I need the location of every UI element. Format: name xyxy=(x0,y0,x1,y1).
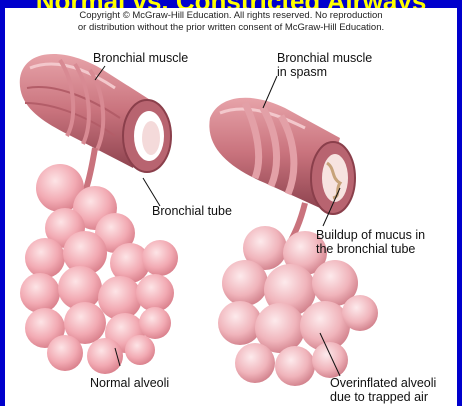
label-bronchial-tube: Bronchial tube xyxy=(152,204,232,218)
label-bronchial-muscle: Bronchial muscle xyxy=(93,51,188,65)
leader-bronchial-tube xyxy=(143,178,160,206)
illustration-panel: Copyright © McGraw-Hill Education. All r… xyxy=(5,8,457,406)
constricted-bronchial-tube xyxy=(209,98,355,214)
normal-alveoli-cluster xyxy=(20,148,178,374)
label-mucus-2: the bronchial tube xyxy=(316,242,415,256)
label-muscle-spasm-1: Bronchial muscle xyxy=(277,51,372,65)
label-overinflated-1: Overinflated alveoli xyxy=(330,376,436,390)
label-overinflated-2: due to trapped air xyxy=(330,390,428,404)
label-normal-alveoli: Normal alveoli xyxy=(90,376,169,390)
label-mucus-1: Buildup of mucus in xyxy=(316,228,425,242)
label-muscle-spasm-2: in spasm xyxy=(277,65,327,79)
